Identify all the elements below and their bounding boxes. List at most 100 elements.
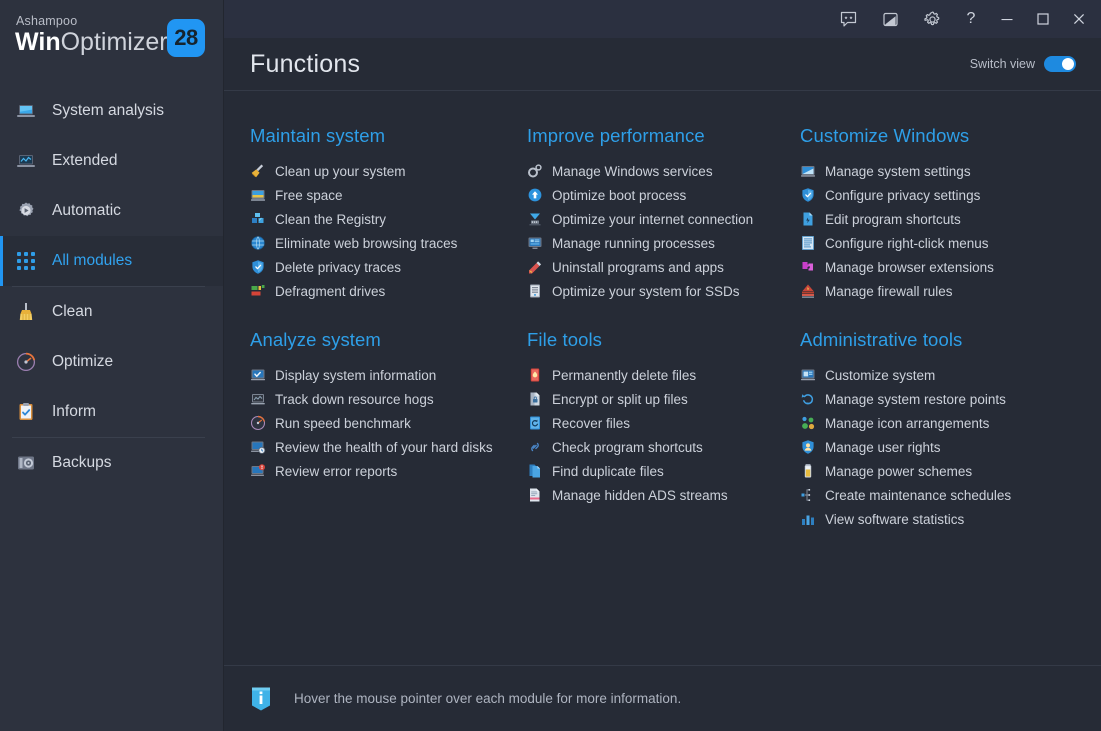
module-find-duplicate-files[interactable]: Find duplicate files — [527, 459, 800, 483]
grid-dots-icon — [14, 250, 38, 272]
theme-icon[interactable] — [869, 0, 911, 38]
gear-icon[interactable] — [911, 0, 953, 38]
module-manage-icon-arrangements[interactable]: Manage icon arrangements — [800, 411, 1101, 435]
module-display-system-information[interactable]: Display system information — [250, 363, 527, 387]
module-review-the-health-of-your-hard-disks[interactable]: Review the health of your hard disks — [250, 435, 527, 459]
module-manage-firewall-rules[interactable]: Manage firewall rules — [800, 279, 1101, 303]
close-icon[interactable] — [1061, 0, 1097, 38]
sidebar-item-system-analysis[interactable]: System analysis — [0, 86, 223, 136]
module-customize-system[interactable]: Customize system — [800, 363, 1101, 387]
module-label: Configure privacy settings — [825, 187, 981, 203]
module-manage-browser-extensions[interactable]: Manage browser extensions — [800, 255, 1101, 279]
statistics-icon — [800, 511, 816, 527]
gauge-icon — [14, 351, 38, 373]
feedback-icon[interactable] — [827, 0, 869, 38]
module-free-space[interactable]: Free space — [250, 183, 527, 207]
help-glyph: ? — [966, 10, 976, 27]
module-label: Permanently delete files — [552, 367, 697, 383]
customize-system-icon — [800, 367, 816, 383]
module-label: Track down resource hogs — [275, 391, 434, 407]
module-optimize-your-system-for-ssds[interactable]: Optimize your system for SSDs — [527, 279, 800, 303]
module-label: Optimize boot process — [552, 187, 687, 203]
module-eliminate-web-browsing-traces[interactable]: Eliminate web browsing traces — [250, 231, 527, 255]
module-manage-user-rights[interactable]: Manage user rights — [800, 435, 1101, 459]
sidebar-item-label: Automatic — [52, 202, 121, 219]
module-optimize-boot-process[interactable]: Optimize boot process — [527, 183, 800, 207]
uninstall-icon — [527, 259, 543, 275]
module-optimize-your-internet-connection[interactable]: Optimize your internet connection — [527, 207, 800, 231]
shield-privacy-icon — [800, 187, 816, 203]
module-manage-power-schemes[interactable]: Manage power schemes — [800, 459, 1101, 483]
puzzle-icon — [800, 259, 816, 275]
titlebar: ? — [224, 0, 1101, 38]
module-check-program-shortcuts[interactable]: Check program shortcuts — [527, 435, 800, 459]
group-title: Analyze system — [250, 329, 381, 350]
module-uninstall-programs-and-apps[interactable]: Uninstall programs and apps — [527, 255, 800, 279]
module-defragment-drives[interactable]: Defragment drives — [250, 279, 527, 303]
broom-icon — [14, 301, 38, 323]
minimize-icon[interactable] — [989, 0, 1025, 38]
sidebar-item-backups[interactable]: Backups — [0, 438, 223, 488]
module-delete-privacy-traces[interactable]: Delete privacy traces — [250, 255, 527, 279]
sidebar-item-label: Inform — [52, 403, 96, 420]
switch-view-label: Switch view — [969, 57, 1035, 71]
module-review-error-reports[interactable]: Review error reports — [250, 459, 527, 483]
group-analyze-system: Analyze system Display system informatio… — [250, 329, 527, 531]
module-configure-right-click-menus[interactable]: Configure right-click menus — [800, 231, 1101, 255]
module-manage-hidden-ads-streams[interactable]: Manage hidden ADS streams — [527, 483, 800, 507]
maximize-icon[interactable] — [1025, 0, 1061, 38]
sidebar-item-all-modules[interactable]: All modules — [0, 236, 223, 286]
module-manage-system-restore-points[interactable]: Manage system restore points — [800, 387, 1101, 411]
module-manage-system-settings[interactable]: Manage system settings — [800, 159, 1101, 183]
module-run-speed-benchmark[interactable]: Run speed benchmark — [250, 411, 527, 435]
module-view-software-statistics[interactable]: View software statistics — [800, 507, 1101, 531]
module-label: Manage hidden ADS streams — [552, 487, 728, 503]
module-label: Optimize your internet connection — [552, 211, 754, 227]
sidebar-item-optimize[interactable]: Optimize — [0, 337, 223, 387]
module-edit-program-shortcuts[interactable]: Edit program shortcuts — [800, 207, 1101, 231]
module-track-down-resource-hogs[interactable]: Track down resource hogs — [250, 387, 527, 411]
module-encrypt-or-split-up-files[interactable]: Encrypt or split up files — [527, 387, 800, 411]
group-improve-performance: Improve performance Manage Windows servi… — [527, 125, 800, 303]
sidebar-item-extended[interactable]: Extended — [0, 136, 223, 186]
module-label: Manage user rights — [825, 439, 941, 455]
recover-icon — [527, 415, 543, 431]
main-area: ? Functions Switch view Maint — [224, 0, 1101, 731]
module-clean-the-registry[interactable]: Clean the Registry — [250, 207, 527, 231]
module-manage-windows-services[interactable]: Manage Windows services — [527, 159, 800, 183]
page-title: Functions — [250, 49, 361, 78]
footer-hint-text: Hover the mouse pointer over each module… — [294, 691, 682, 706]
group-customize-windows: Customize Windows Manage system settings… — [800, 125, 1101, 303]
sidebar-item-inform[interactable]: Inform — [0, 387, 223, 437]
switch-view-control[interactable]: Switch view — [970, 56, 1076, 72]
link-check-icon — [527, 439, 543, 455]
module-create-maintenance-schedules[interactable]: Create maintenance schedules — [800, 483, 1101, 507]
app-logo: Ashampoo WinOptimizer 28 — [0, 0, 223, 76]
module-label: Review error reports — [275, 463, 398, 479]
sidebar-item-automatic[interactable]: Automatic — [0, 186, 223, 236]
registry-icon — [250, 211, 266, 227]
firewall-icon — [800, 283, 816, 299]
module-label: Manage system settings — [825, 163, 971, 179]
module-label: Manage system restore points — [825, 391, 1006, 407]
switch-view-toggle[interactable] — [1044, 56, 1076, 72]
modules-content: Maintain system Clean up your system Fre… — [224, 91, 1101, 665]
module-permanently-delete-files[interactable]: Permanently delete files — [527, 363, 800, 387]
group-title: Maintain system — [250, 125, 386, 146]
shield-privacy-icon — [250, 259, 266, 275]
shredder-bin-icon — [527, 367, 543, 383]
module-recover-files[interactable]: Recover files — [527, 411, 800, 435]
module-clean-up-your-system[interactable]: Clean up your system — [250, 159, 527, 183]
group-title: Customize Windows — [800, 125, 970, 146]
system-settings-icon — [800, 163, 816, 179]
module-configure-privacy-settings[interactable]: Configure privacy settings — [800, 183, 1101, 207]
defrag-icon — [250, 283, 266, 299]
ads-stream-icon — [527, 487, 543, 503]
sysinfo-icon — [250, 367, 266, 383]
error-report-icon — [250, 463, 266, 479]
sidebar-item-clean[interactable]: Clean — [0, 287, 223, 337]
module-label: Clean the Registry — [275, 211, 387, 227]
module-manage-running-processes[interactable]: Manage running processes — [527, 231, 800, 255]
help-icon[interactable]: ? — [953, 0, 989, 38]
